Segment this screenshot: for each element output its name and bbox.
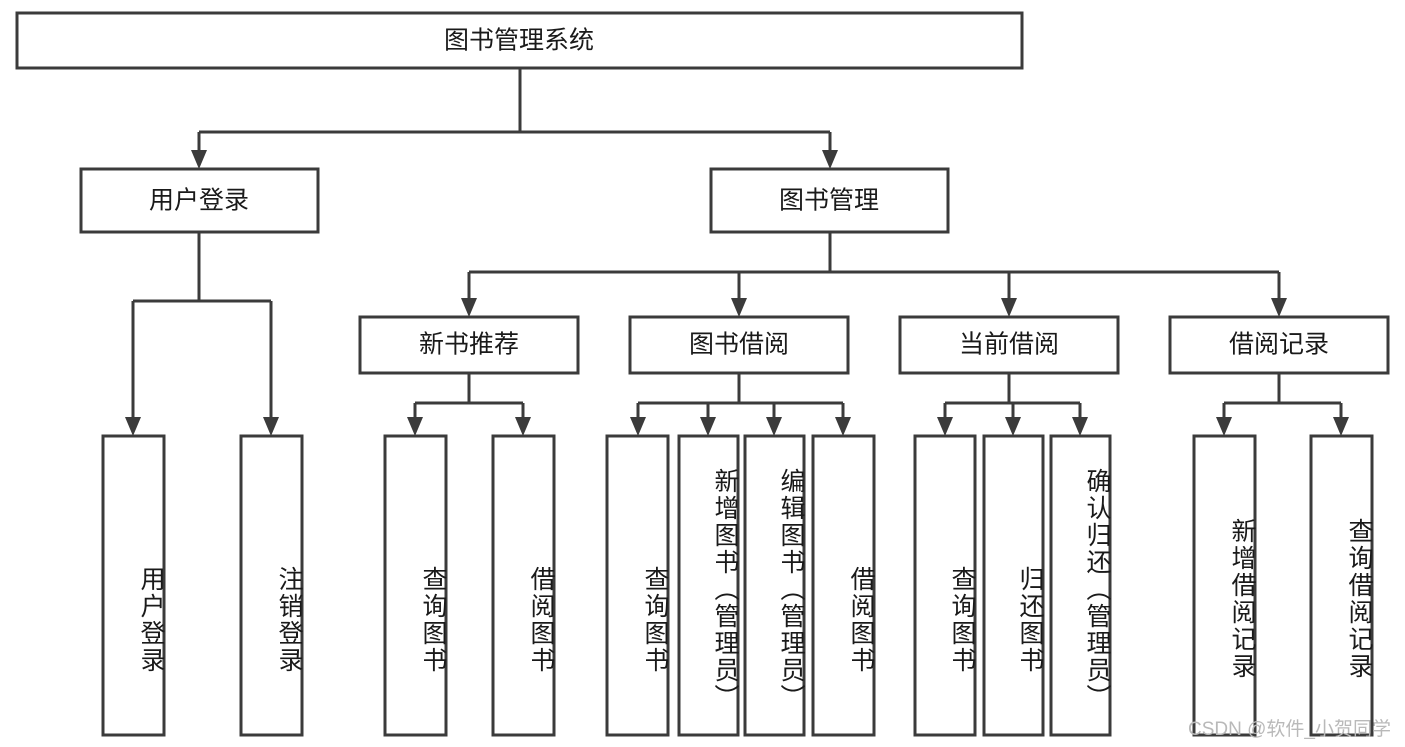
node-book-borrow[interactable]: 图书借阅 bbox=[628, 315, 850, 375]
arrow-head-nb-leaf1 bbox=[407, 417, 423, 436]
node-user-login[interactable]: 用户登录 bbox=[79, 167, 320, 234]
node-new-book-recommend-label: 新书推荐 bbox=[419, 331, 519, 359]
leaf-box-br-add-record[interactable] bbox=[1192, 434, 1257, 737]
node-book-manage[interactable]: 图书管理 bbox=[709, 167, 950, 234]
arrow-head-book-borrow bbox=[731, 298, 747, 317]
arrow-head-current-borrow bbox=[1001, 298, 1017, 317]
node-current-borrow[interactable]: 当前借阅 bbox=[898, 315, 1120, 375]
arrow-head-book-manage bbox=[822, 150, 838, 169]
leaf-box-bb-query-book[interactable] bbox=[605, 434, 670, 737]
node-root-system[interactable]: 图书管理系统 bbox=[15, 11, 1024, 70]
node-borrow-records[interactable]: 借阅记录 bbox=[1168, 315, 1390, 375]
node-borrow-records-box[interactable] bbox=[1168, 315, 1390, 375]
connector-group-user-login bbox=[125, 232, 279, 436]
node-new-book-recommend[interactable]: 新书推荐 bbox=[358, 315, 580, 375]
arrow-head-leaf-logout bbox=[263, 417, 279, 436]
leaf-box-br-query-record[interactable] bbox=[1309, 434, 1374, 737]
arrow-head-borrow-records bbox=[1271, 298, 1287, 317]
arrow-head-br-leaf2 bbox=[1333, 417, 1349, 436]
leaf-box-user-login[interactable] bbox=[101, 434, 166, 737]
leaf-box-logout[interactable] bbox=[239, 434, 304, 737]
node-user-login-label: 用户登录 bbox=[149, 187, 249, 215]
leaf-box-bb-borrow-book[interactable] bbox=[811, 434, 876, 737]
node-root-system-label: 图书管理系统 bbox=[444, 27, 594, 55]
leaf-box-cb-query-book[interactable] bbox=[913, 434, 977, 737]
connector-group-book-borrow bbox=[630, 373, 851, 436]
leaf-box-nb-borrow-book[interactable] bbox=[491, 434, 556, 737]
connector-group-current-borrow bbox=[937, 373, 1088, 436]
arrow-head-nb-leaf2 bbox=[515, 417, 531, 436]
leaf-box-bb-edit-book[interactable] bbox=[743, 434, 806, 737]
node-book-manage-label: 图书管理 bbox=[779, 187, 879, 215]
arrow-head-bb-leaf3 bbox=[766, 417, 782, 436]
node-borrow-records-label: 借阅记录 bbox=[1229, 331, 1329, 359]
leaf-box-bb-add-book[interactable] bbox=[677, 434, 740, 737]
connector-group-borrow-records bbox=[1216, 373, 1349, 436]
arrow-head-bb-leaf1 bbox=[630, 417, 646, 436]
arrow-head-new-book bbox=[461, 298, 477, 317]
connector-group-root bbox=[191, 68, 838, 169]
node-current-borrow-label: 当前借阅 bbox=[959, 331, 1059, 359]
arrow-head-br-leaf1 bbox=[1216, 417, 1232, 436]
arrow-head-user-login bbox=[191, 150, 207, 169]
node-book-manage-box[interactable] bbox=[709, 167, 950, 234]
connector-group-book-manage bbox=[461, 232, 1287, 317]
node-user-login-box[interactable] bbox=[79, 167, 320, 234]
arrow-head-cb-leaf2 bbox=[1005, 417, 1021, 436]
node-new-book-recommend-box[interactable] bbox=[358, 315, 580, 375]
arrow-head-cb-leaf1 bbox=[937, 417, 953, 436]
connector-group-new-book bbox=[407, 373, 531, 436]
node-current-borrow-box[interactable] bbox=[898, 315, 1120, 375]
node-root-system-box[interactable] bbox=[15, 11, 1024, 70]
arrow-head-bb-leaf2 bbox=[700, 417, 716, 436]
node-book-borrow-label: 图书借阅 bbox=[689, 331, 789, 359]
leaf-box-cb-return-book[interactable] bbox=[982, 434, 1045, 737]
node-book-borrow-box[interactable] bbox=[628, 315, 850, 375]
leaf-box-nb-query-book[interactable] bbox=[383, 434, 448, 737]
arrow-head-leaf-user-login bbox=[125, 417, 141, 436]
csdn-watermark: CSDN @软件_小贺同学 bbox=[1188, 719, 1391, 740]
arrow-head-cb-leaf3 bbox=[1072, 417, 1088, 436]
leaf-box-cb-confirm-return[interactable] bbox=[1049, 434, 1112, 737]
arrow-head-bb-leaf4 bbox=[835, 417, 851, 436]
